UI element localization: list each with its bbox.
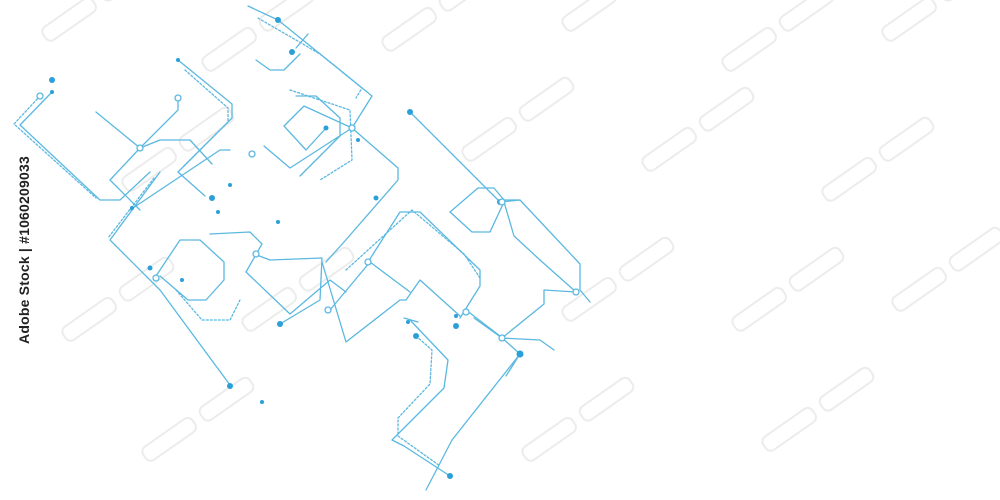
watermark-pattern — [41, 0, 1000, 462]
stock-id-text: Adobe Stock | #1060209033 — [16, 156, 32, 344]
circuit-rings — [36, 92, 580, 342]
circuit-traces — [13, 5, 591, 491]
circuit-nodes — [49, 17, 524, 479]
